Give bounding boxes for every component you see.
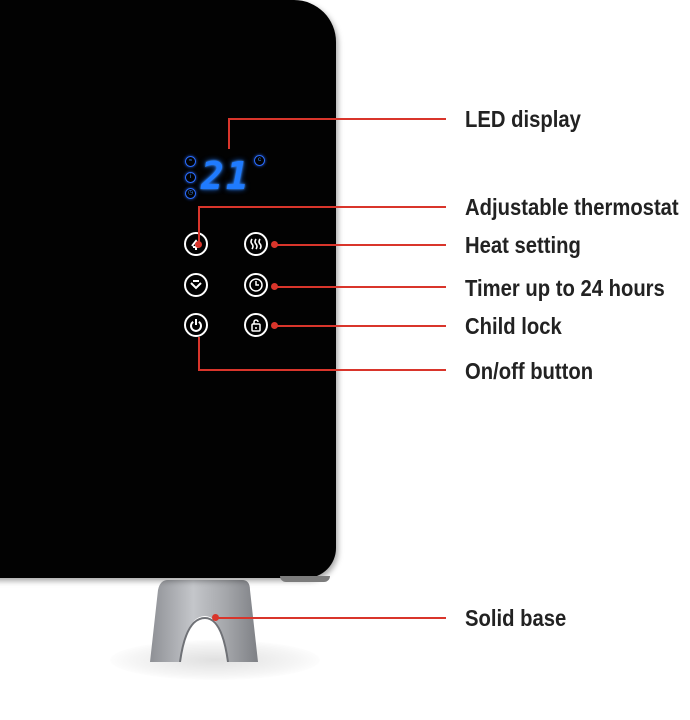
- info-icon: i: [185, 172, 196, 183]
- padlock-icon: [251, 319, 261, 332]
- on-off-leader-horizontal: [198, 369, 446, 371]
- minus-icon: [190, 280, 202, 290]
- child-lock-button[interactable]: [244, 313, 268, 337]
- clock-icon: [249, 278, 263, 292]
- power-icon: [190, 319, 202, 332]
- timer-leader-dot: [271, 283, 278, 290]
- base-leader-dot: [212, 614, 219, 621]
- heat-waves-icon: [250, 238, 262, 250]
- heat-setting-leader: [275, 244, 446, 246]
- callout-led-display: LED display: [465, 106, 581, 132]
- thermostat-leader-horizontal: [198, 206, 446, 208]
- led-display-leader-horizontal: [228, 118, 446, 120]
- heat-mode-icon: ≈: [185, 156, 196, 167]
- callout-thermostat: Adjustable thermostat: [465, 194, 679, 220]
- floor-shadow: [110, 640, 320, 680]
- timer-icon: ◷: [185, 188, 196, 199]
- celsius-icon: c: [254, 155, 265, 166]
- led-display: ≈ i ◷ 21 c: [180, 150, 270, 204]
- callout-heat-setting: Heat setting: [465, 232, 581, 258]
- callout-base: Solid base: [465, 605, 567, 631]
- on-off-leader-vertical: [198, 337, 200, 370]
- callout-timer: Timer up to 24 hours: [465, 275, 665, 301]
- panel-edge: [280, 576, 330, 582]
- heat-setting-leader-dot: [271, 241, 278, 248]
- base-leader: [216, 617, 446, 619]
- callout-child-lock: Child lock: [465, 313, 562, 339]
- child-lock-leader: [275, 325, 446, 327]
- timer-leader: [275, 286, 446, 288]
- callout-on-off: On/off button: [465, 358, 594, 384]
- minus-button[interactable]: [184, 273, 208, 297]
- power-button[interactable]: [184, 313, 208, 337]
- heat-setting-button[interactable]: [244, 232, 268, 256]
- led-display-leader-vertical: [228, 119, 230, 149]
- child-lock-leader-dot: [271, 322, 278, 329]
- timer-button[interactable]: [244, 273, 268, 297]
- heater-panel: [0, 0, 336, 578]
- temperature-readout: 21: [201, 154, 251, 198]
- solid-base: [150, 580, 258, 662]
- thermostat-leader-dot: [195, 241, 202, 248]
- thermostat-leader-vertical: [198, 207, 200, 245]
